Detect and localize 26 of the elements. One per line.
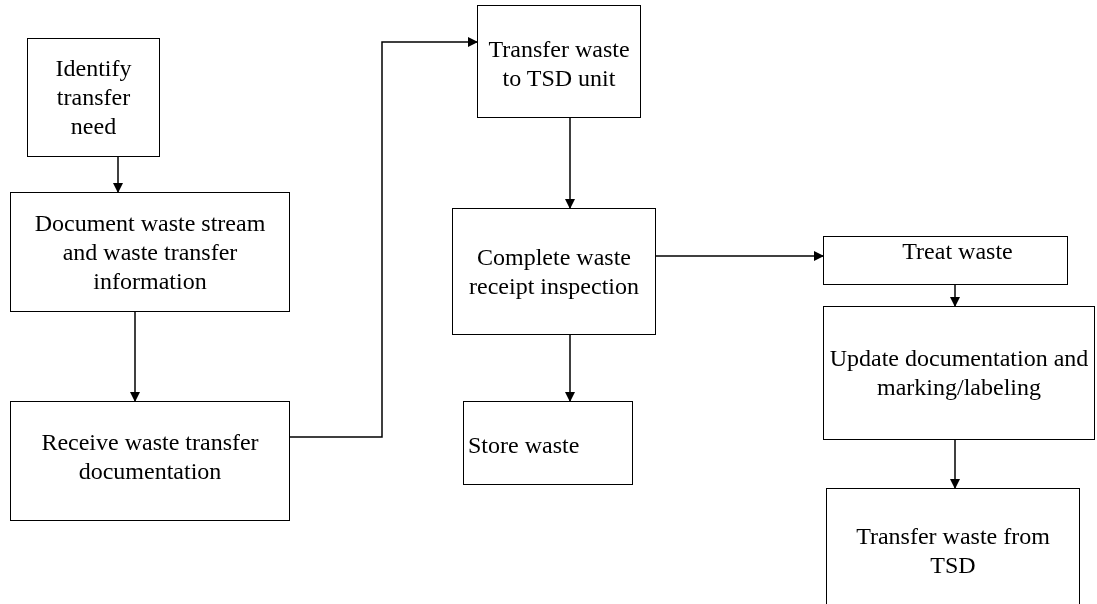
process-box [27,38,160,157]
process-box [10,192,290,312]
process-box [463,401,633,485]
box-label: Transfer waste to TSD unit [487,34,631,93]
process-box [823,306,1095,440]
process-box [452,208,656,335]
box-label: Document waste stream and waste transfer information [33,208,267,296]
arrow [565,334,575,402]
arrow [113,156,123,193]
process-box [823,236,1068,285]
box-label: Treat waste [902,237,1013,266]
arrow [565,117,575,209]
process-box [826,488,1080,604]
box-label: Update documentation and marking/labeling [828,344,1090,402]
arrow [950,284,960,307]
process-box [10,401,290,521]
arrow [655,251,824,261]
arrow [289,37,478,438]
box-label: Receive waste transfer documentation [40,428,260,486]
arrow [130,311,140,402]
box-label: Store waste [468,430,580,460]
arrow [950,439,960,489]
box-label: Identify transfer need [54,54,133,141]
box-label: Complete waste receipt inspection [468,242,640,301]
box-label: Transfer waste from TSD [855,521,1051,580]
process-box [477,5,641,118]
